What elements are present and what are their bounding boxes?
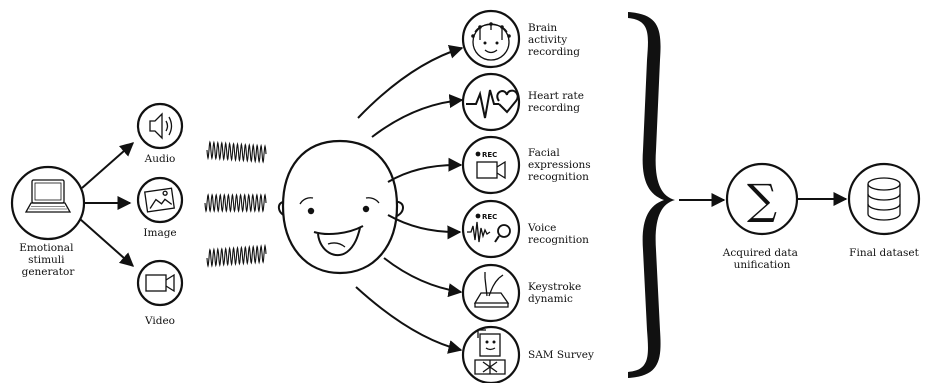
- signal-wave-3: [206, 243, 267, 268]
- stimulus-waves: [204, 140, 267, 268]
- source-node: Emotional stimuli generator: [10, 165, 86, 278]
- eeg-cap-icon: [471, 22, 511, 61]
- svg-text:REC: REC: [482, 213, 497, 221]
- head-to-recording-arrows: [355, 45, 464, 354]
- recording-voice-label: Voice recognition: [527, 222, 589, 246]
- recording-sam-label: SAM Survey: [528, 349, 594, 361]
- recording-brain: Brain activity recording: [461, 9, 580, 69]
- recording-facial-label: Facial expressions recognition: [528, 147, 594, 183]
- grouping-brace: [628, 12, 675, 378]
- unification-label: Acquired data unification: [722, 247, 801, 271]
- sigma-icon: ∑: [747, 175, 777, 224]
- recording-keystroke: Keystroke dynamic: [461, 263, 585, 323]
- unification-node: ∑ Acquired data unification: [722, 162, 801, 271]
- recording-brain-label: Brain activity recording: [528, 22, 580, 58]
- video-camera-icon: [145, 273, 175, 293]
- svg-text:REC: REC: [482, 151, 497, 159]
- stimulus-video-label: Video: [144, 315, 175, 327]
- arrow-to-audio: [81, 142, 135, 189]
- heartbeat-icon: [466, 89, 519, 119]
- stimulus-image-label: Image: [143, 227, 176, 239]
- recording-voice: REC Voice recognition: [461, 199, 589, 259]
- signal-wave-1: [206, 140, 267, 164]
- picture-icon: [144, 187, 175, 213]
- smiling-head-icon: [277, 139, 404, 275]
- signal-wave-2: [204, 193, 267, 213]
- recording-keystroke-label: Keystroke dynamic: [528, 281, 585, 305]
- source-label: Emotional stimuli generator: [19, 242, 77, 278]
- recording-sam: SAM Survey: [461, 325, 594, 383]
- rec-microphone-icon: REC: [467, 213, 511, 243]
- sam-survey-icon: [474, 329, 506, 375]
- output-node: Final dataset: [847, 162, 921, 259]
- recording-heart-label: Heart rate recording: [528, 90, 587, 114]
- recording-facial: REC Facial expressions recognition: [461, 135, 594, 195]
- speaker-icon: [149, 112, 173, 140]
- laptop-icon: [24, 179, 72, 213]
- arrow-to-video: [79, 218, 135, 267]
- keystroke-icon: [473, 272, 510, 308]
- source-arrows: [79, 142, 135, 267]
- output-label: Final dataset: [849, 247, 919, 259]
- stimulus-audio: Audio: [136, 102, 184, 165]
- stimulus-video: Video: [136, 259, 184, 327]
- recording-heart: Heart rate recording: [461, 72, 587, 132]
- database-icon: [867, 177, 901, 221]
- rec-camera-icon: REC: [475, 151, 506, 180]
- stimulus-image: Image: [136, 176, 184, 239]
- stimulus-audio-label: Audio: [144, 153, 176, 165]
